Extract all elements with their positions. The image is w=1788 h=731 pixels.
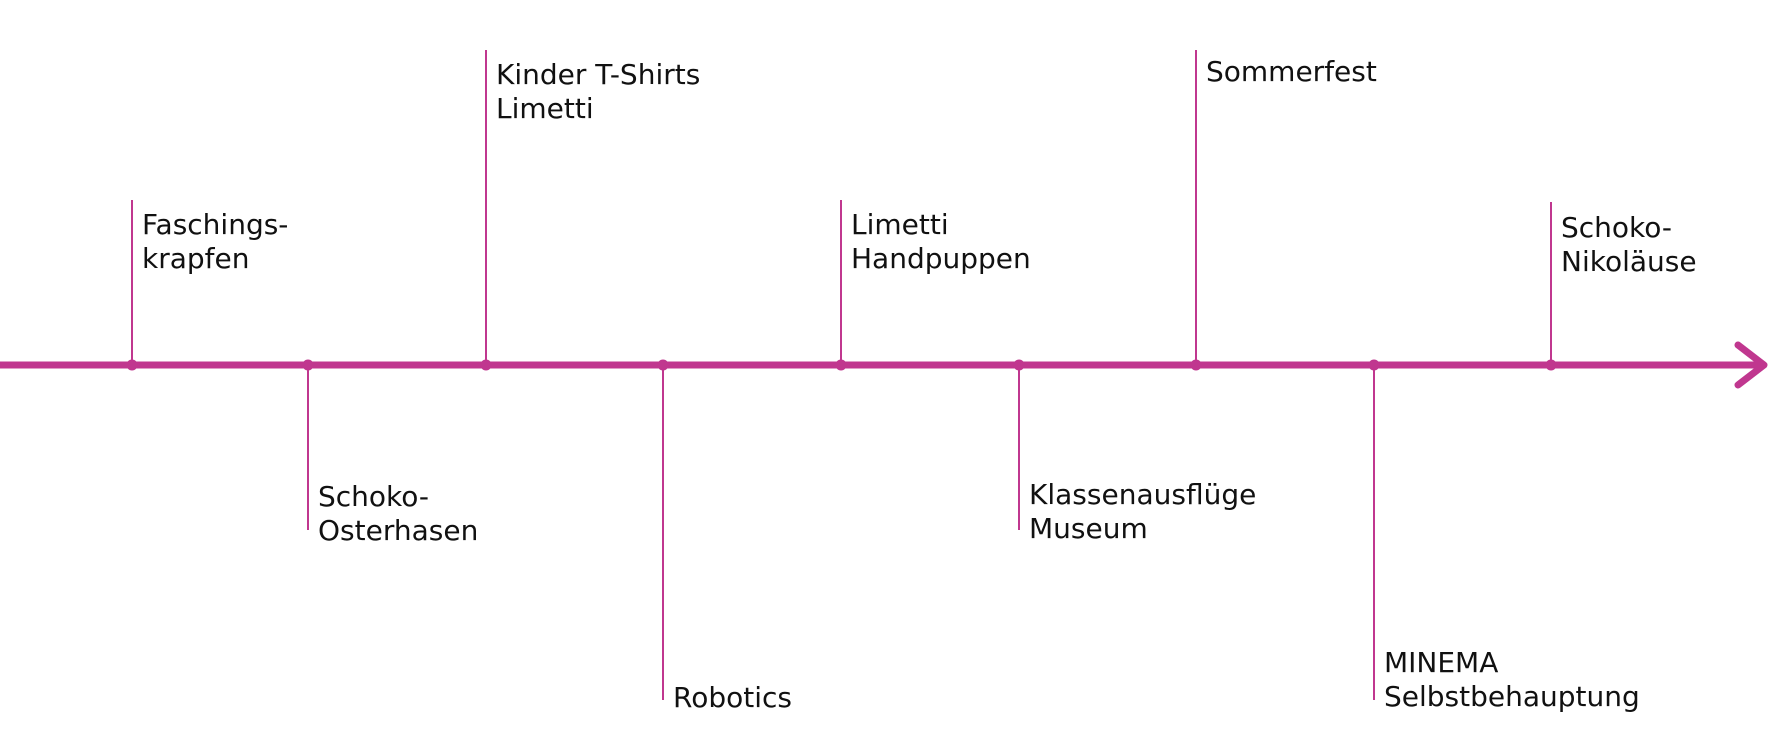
arrow-head-icon bbox=[1734, 341, 1768, 389]
event-label: Schoko-Nikoläuse bbox=[1561, 211, 1697, 278]
event-dot bbox=[480, 359, 492, 371]
event-dot bbox=[1013, 359, 1025, 371]
stem-layer bbox=[131, 50, 1552, 700]
event-label: Robotics bbox=[673, 681, 792, 714]
dot-layer bbox=[126, 359, 1557, 371]
event-label-line: Limetti bbox=[496, 92, 594, 125]
event-dot bbox=[657, 359, 669, 371]
event-label-line: Schoko- bbox=[1561, 211, 1672, 244]
event-label-line: Robotics bbox=[673, 681, 792, 714]
event-label-line: krapfen bbox=[142, 242, 250, 275]
event-label-line: Faschings- bbox=[142, 208, 288, 241]
event-dot bbox=[1545, 359, 1557, 371]
event-dot bbox=[126, 359, 138, 371]
event-label-line: Limetti bbox=[851, 208, 949, 241]
label-layer: Faschings-krapfenSchoko-OsterhasenKinder… bbox=[142, 55, 1697, 714]
event-label-line: Kinder T-Shirts bbox=[496, 58, 700, 91]
event-dot bbox=[835, 359, 847, 371]
event-label-line: Sommerfest bbox=[1206, 55, 1377, 88]
event-label-line: Selbstbehauptung bbox=[1384, 680, 1640, 713]
event-label-line: Osterhasen bbox=[318, 514, 478, 547]
event-dot bbox=[302, 359, 314, 371]
event-label-line: Klassenausflüge bbox=[1029, 478, 1256, 511]
event-label: Schoko-Osterhasen bbox=[318, 480, 478, 547]
event-label: Faschings-krapfen bbox=[142, 208, 288, 275]
event-label-line: Nikoläuse bbox=[1561, 245, 1697, 278]
event-dot bbox=[1190, 359, 1202, 371]
event-label: Sommerfest bbox=[1206, 55, 1377, 88]
event-label-line: MINEMA bbox=[1384, 646, 1498, 679]
event-label-line: Museum bbox=[1029, 512, 1148, 545]
event-label-line: Handpuppen bbox=[851, 242, 1031, 275]
event-label-line: Schoko- bbox=[318, 480, 429, 513]
event-dot bbox=[1368, 359, 1380, 371]
